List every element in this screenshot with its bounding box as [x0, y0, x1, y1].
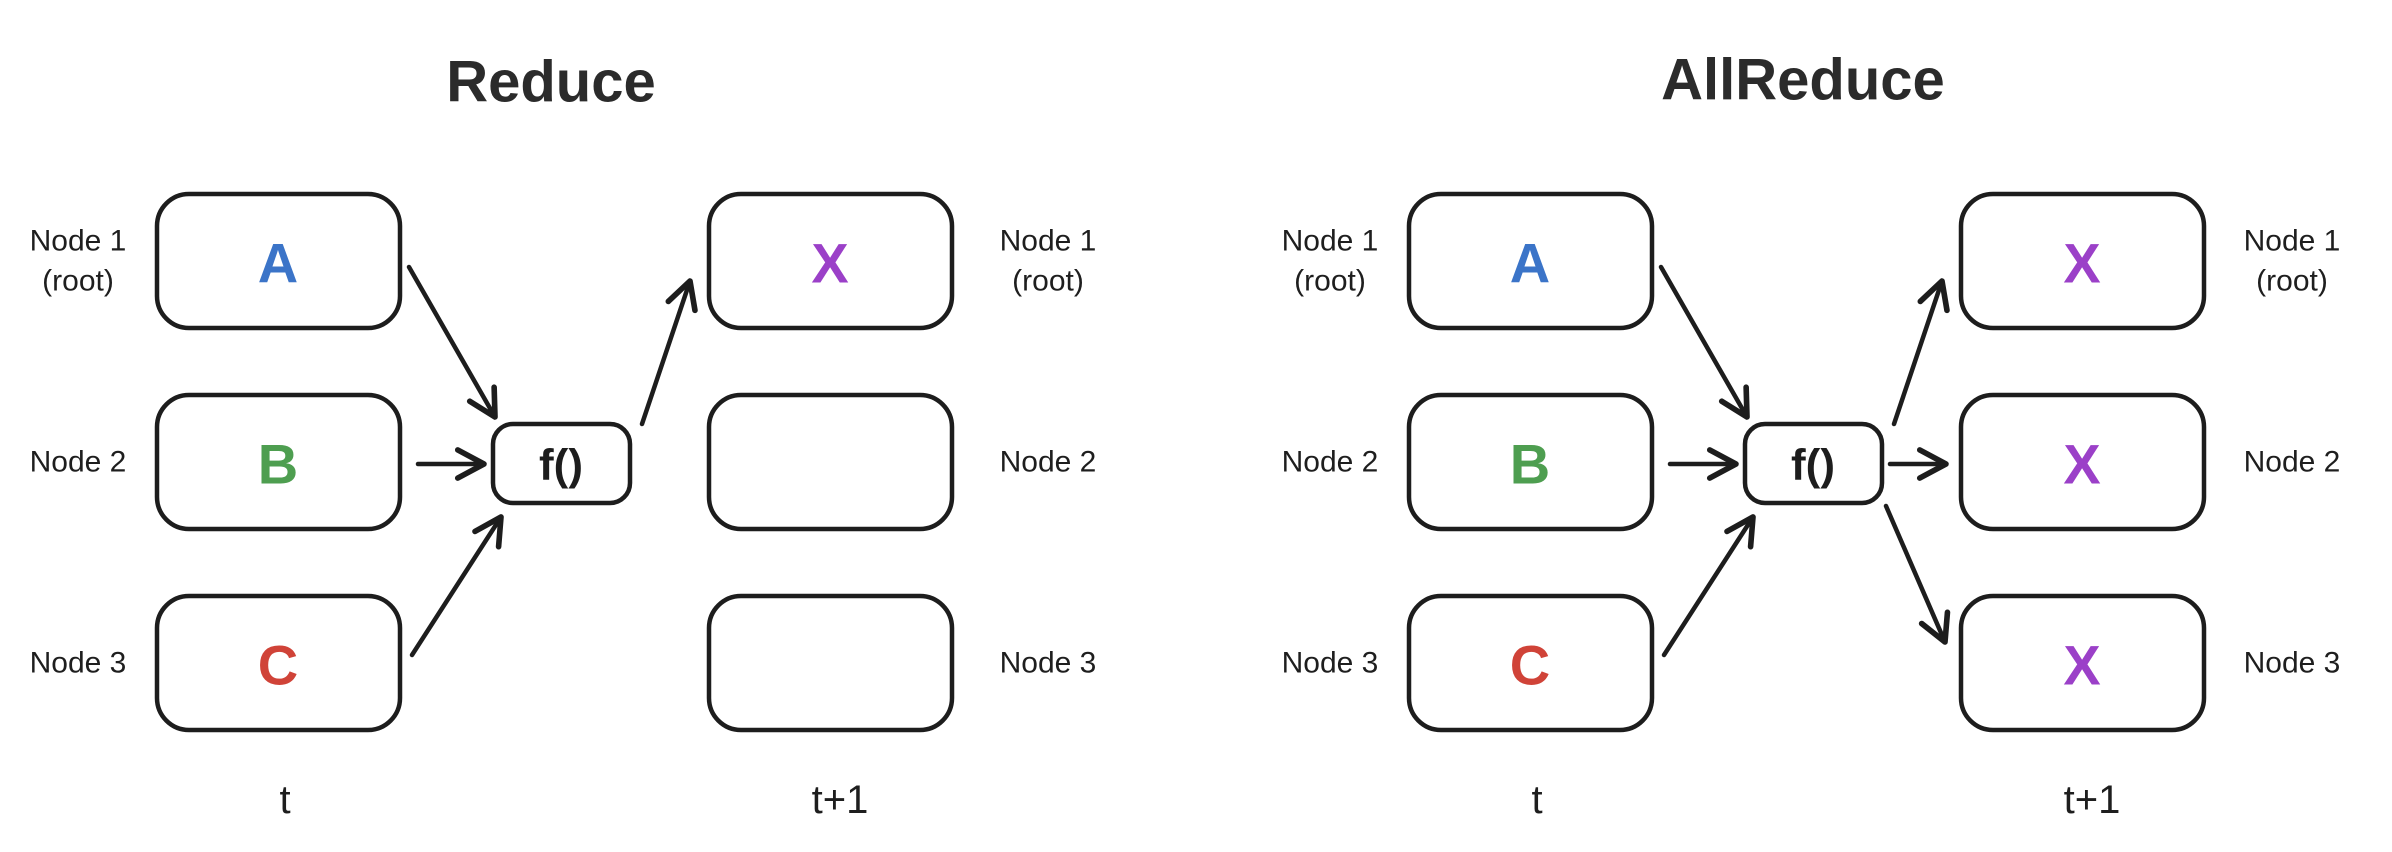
node-label: Node 1: [30, 225, 127, 258]
node-box: [1958, 191, 2207, 331]
node-box: [706, 392, 955, 532]
node-box: [706, 191, 955, 331]
arrow-node1-to-function: [406, 264, 498, 420]
function-label: f(): [1791, 441, 1835, 490]
node-label: Node 2: [2244, 446, 2341, 479]
node-label: (root): [42, 265, 114, 298]
diagram-title: Reduce: [446, 50, 656, 115]
node-value: C: [258, 634, 298, 697]
node-label: (root): [1012, 265, 1084, 298]
node-box: [1958, 593, 2207, 733]
node-value: A: [1510, 232, 1550, 295]
node-box: [1406, 593, 1655, 733]
node-label: (root): [1294, 265, 1366, 298]
arrow-function-to-node1: [1891, 278, 1950, 427]
node-label: (root): [2256, 265, 2328, 298]
function-box: [490, 421, 633, 506]
node-box: [1406, 392, 1655, 532]
diagram-title: AllReduce: [1661, 48, 1945, 113]
function-label: f(): [539, 441, 583, 490]
node-label: Node 3: [1000, 647, 1097, 680]
node-label: Node 1: [1000, 225, 1097, 258]
node-box: [154, 392, 403, 532]
node-label: Node 3: [2244, 647, 2341, 680]
function-box: [1742, 421, 1885, 506]
node-label: Node 1: [2244, 225, 2341, 258]
arrow-node3-to-function: [1661, 514, 1756, 658]
arrow-function-to-node3: [1883, 503, 1951, 645]
time-label-after: t+1: [812, 778, 869, 822]
arrow-function-to-node1: [639, 278, 698, 427]
node-value: X: [2063, 634, 2100, 697]
time-label-before: t: [1531, 778, 1542, 822]
node-label: Node 1: [1282, 225, 1379, 258]
node-box: [1958, 392, 2207, 532]
time-label-after: t+1: [2064, 778, 2121, 822]
node-box: [154, 593, 403, 733]
node-label: Node 3: [1282, 647, 1379, 680]
node-value: B: [258, 433, 298, 496]
node-value: X: [811, 232, 848, 295]
node-box: [154, 191, 403, 331]
node-value: X: [2063, 433, 2100, 496]
arrow-node3-to-function: [409, 514, 504, 658]
node-label: Node 2: [1282, 446, 1379, 479]
node-box: [706, 593, 955, 733]
allreduce-diagram: AllReduce Node 1 (root) A Node 2 B Node …: [1282, 48, 2341, 823]
node-label: Node 2: [1000, 446, 1097, 479]
reduce-diagram: Reduce Node 1 (root) A Node 2 B Node 3 C…: [30, 50, 1097, 823]
node-label: Node 3: [30, 647, 127, 680]
node-value: B: [1510, 433, 1550, 496]
arrow-node1-to-function: [1658, 264, 1750, 420]
node-label: Node 2: [30, 446, 127, 479]
node-value: X: [2063, 232, 2100, 295]
node-box: [1406, 191, 1655, 331]
time-label-before: t: [279, 778, 290, 822]
node-value: C: [1510, 634, 1550, 697]
node-value: A: [258, 232, 298, 295]
